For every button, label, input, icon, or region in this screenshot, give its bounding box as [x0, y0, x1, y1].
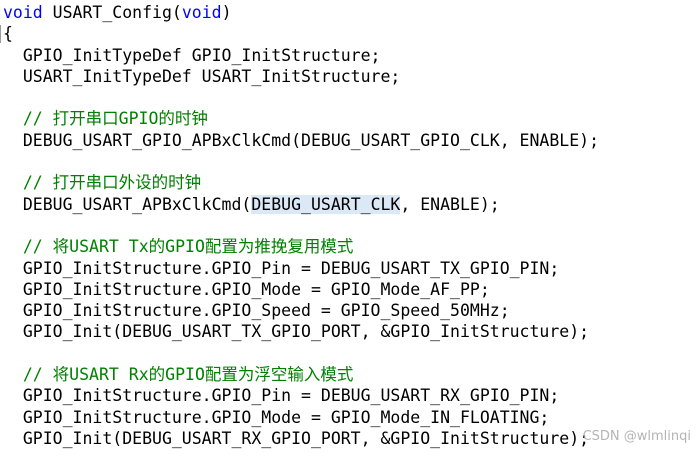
code-token: , ENABLE); [400, 194, 500, 214]
code-line: // 打开串口GPIO的时钟 [3, 108, 599, 129]
keyword-token: void [181, 3, 222, 22]
code-line: GPIO_Init(DEBUG_USART_RX_GPIO_PORT, &GPI… [3, 428, 599, 449]
code-token: GPIO_InitStructure.GPIO_Pin = DEBUG_USAR… [3, 258, 560, 278]
code-token: DEBUG_USART_APBxClkCmd( [3, 194, 252, 214]
code-line: GPIO_InitStructure.GPIO_Mode = GPIO_Mode… [3, 279, 599, 300]
code-line: // 将USART Rx的GPIO配置为浮空输入模式 [3, 364, 599, 385]
code-line: DEBUG_USART_GPIO_APBxClkCmd(DEBUG_USART_… [3, 130, 599, 151]
code-line: ​ [3, 151, 599, 172]
code-token: GPIO_Init(DEBUG_USART_RX_GPIO_PORT, &GPI… [3, 428, 590, 448]
keyword-token: void [3, 3, 43, 22]
selected-text: DEBUG_USART_CLK [251, 194, 401, 214]
code-token: GPIO_InitTypeDef GPIO_InitStructure; [3, 45, 381, 65]
code-line: GPIO_Init(DEBUG_USART_TX_GPIO_PORT, &GPI… [3, 321, 599, 342]
code-line: ​ [3, 343, 599, 364]
watermark: CSDN @wlmlinqi [582, 429, 691, 444]
code-line: ​ [3, 87, 599, 108]
code-line: GPIO_InitStructure.GPIO_Pin = DEBUG_USAR… [3, 258, 599, 279]
code-token: USART_InitTypeDef USART_InitStructure; [3, 66, 401, 86]
code-line: GPIO_InitStructure.GPIO_Speed = GPIO_Spe… [3, 300, 599, 321]
code-token: USART_Config( [42, 3, 182, 22]
code-line: // 将USART Tx的GPIO配置为推挽复用模式 [3, 236, 599, 257]
code-token: ) [221, 3, 232, 22]
comment-token: // 打开串口外设的时钟 [3, 173, 202, 193]
code-line: GPIO_InitTypeDef GPIO_InitStructure; [3, 45, 599, 66]
code-line: { [3, 23, 599, 44]
comment-token: // 打开串口GPIO的时钟 [3, 109, 208, 129]
comment-token: // 将USART Tx的GPIO配置为推挽复用模式 [3, 237, 354, 257]
code-line: DEBUG_USART_APBxClkCmd(DEBUG_USART_CLK, … [3, 194, 599, 215]
fold-marker [0, 25, 4, 43]
code-token: GPIO_Init(DEBUG_USART_TX_GPIO_PORT, &GPI… [3, 322, 590, 342]
code-token: DEBUG_USART_GPIO_APBxClkCmd(DEBUG_USART_… [3, 130, 600, 150]
code-line: ​ [3, 215, 599, 236]
code-token: { [3, 24, 13, 44]
code-token: GPIO_InitStructure.GPIO_Pin = DEBUG_USAR… [3, 386, 560, 406]
code-line: GPIO_InitStructure.GPIO_Pin = DEBUG_USAR… [3, 385, 599, 406]
comment-token: // 将USART Rx的GPIO配置为浮空输入模式 [3, 365, 354, 385]
code-line: void USART_Config(void) [3, 2, 599, 23]
code-token: GPIO_InitStructure.GPIO_Speed = GPIO_Spe… [3, 301, 510, 321]
code-line: USART_InitTypeDef USART_InitStructure; [3, 66, 599, 87]
code-block[interactable]: void USART_Config(void){ GPIO_InitTypeDe… [3, 2, 599, 449]
code-token: GPIO_InitStructure.GPIO_Mode = GPIO_Mode… [3, 407, 550, 427]
code-line: GPIO_InitStructure.GPIO_Mode = GPIO_Mode… [3, 407, 599, 428]
code-token: GPIO_InitStructure.GPIO_Mode = GPIO_Mode… [3, 279, 490, 299]
code-line: // 打开串口外设的时钟 [3, 172, 599, 193]
